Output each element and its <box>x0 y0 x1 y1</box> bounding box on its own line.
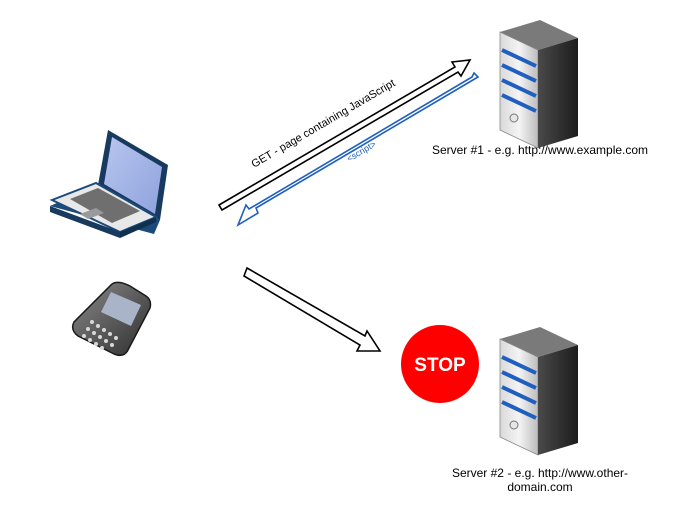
laptop-icon <box>49 130 168 238</box>
server-2-caption-line2: domain.com <box>507 480 573 494</box>
get-request-label: GET - page containing JavaScript <box>249 77 397 170</box>
server-icon <box>499 327 578 456</box>
blocked-request-arrow <box>243 266 382 352</box>
server-icon <box>499 20 578 149</box>
smartphone-icon <box>71 281 152 357</box>
script-response-arrow <box>236 71 480 227</box>
stop-sign-icon: STOP <box>401 325 479 403</box>
server-2-caption-line1: Server #2 - e.g. http://www.other- <box>451 466 629 480</box>
get-request-arrow <box>217 59 472 212</box>
server-1-caption: Server #1 - e.g. http://www.example.com <box>431 143 649 157</box>
server-2-caption: Server #2 - e.g. http://www.other- domai… <box>440 466 640 494</box>
stop-sign-label: STOP <box>414 355 466 376</box>
